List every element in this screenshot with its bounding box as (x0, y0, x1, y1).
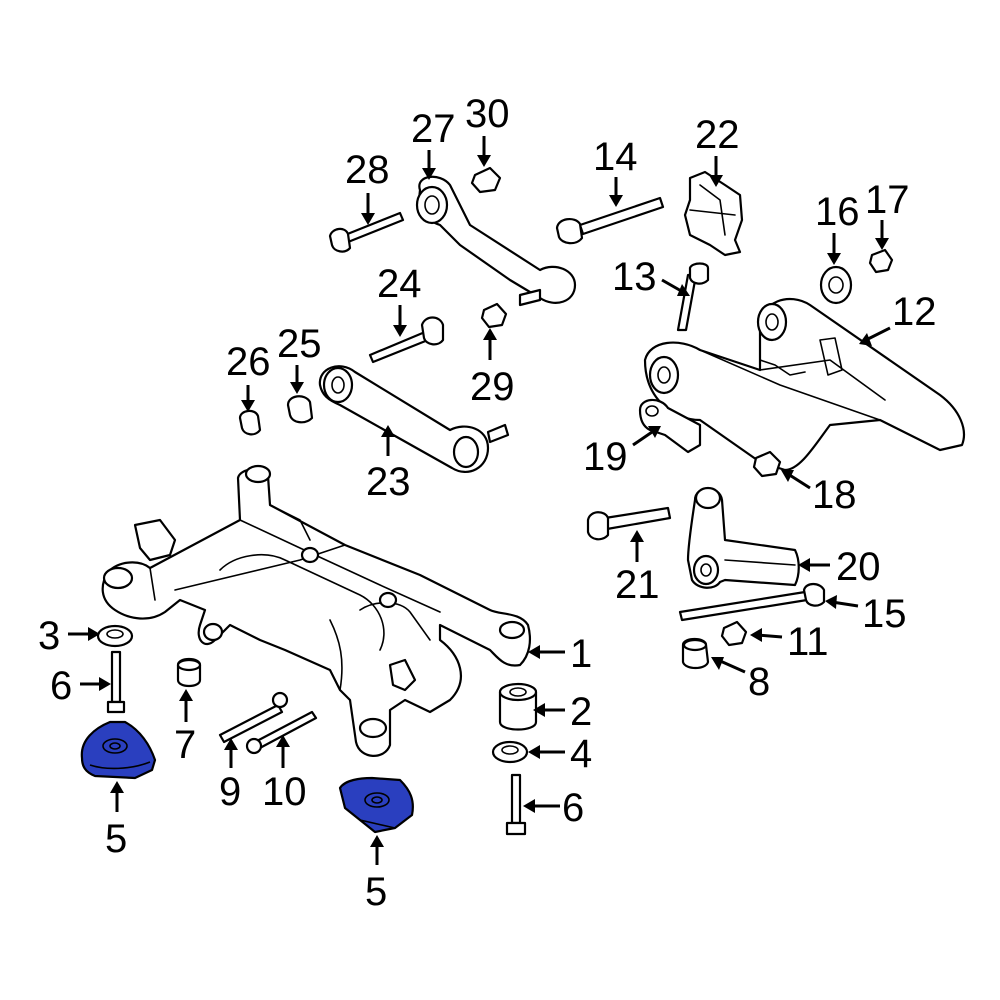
callout-10: 10 (262, 735, 307, 814)
callout-9: 9 (219, 738, 241, 814)
callout-26-label: 26 (226, 340, 271, 384)
callout-27-label: 27 (411, 107, 456, 151)
bolt-15 (678, 582, 826, 622)
callout-12-label: 12 (892, 290, 937, 334)
callout-25-label: 25 (277, 322, 322, 366)
callout-19-label: 19 (583, 435, 628, 479)
nut-29 (480, 302, 508, 329)
bolt-13 (676, 262, 710, 332)
bolt-28 (328, 211, 405, 253)
callout-12: 12 (859, 290, 937, 346)
callout-2: 2 (533, 690, 592, 734)
callout-17: 17 (865, 178, 910, 250)
callout-11: 11 (750, 620, 829, 664)
callout-25: 25 (277, 322, 322, 394)
callout-2-label: 2 (570, 690, 592, 734)
callout-16-label: 16 (815, 190, 860, 234)
callout-30: 30 (465, 92, 510, 167)
callout-24: 24 (377, 262, 422, 337)
callout-29: 29 (470, 328, 515, 409)
callout-1: 1 (528, 632, 592, 676)
callout-20-label: 20 (836, 545, 881, 589)
callout-6-left: 6 (50, 664, 111, 708)
bushing-8 (681, 637, 710, 670)
callout-13-label: 13 (612, 255, 657, 299)
bolt-21 (586, 506, 672, 541)
callout-4-label: 4 (570, 732, 592, 776)
washer-4 (491, 740, 529, 764)
callout-19: 19 (583, 426, 661, 479)
nut-18 (752, 450, 782, 478)
callout-22: 22 (695, 113, 740, 187)
callout-9-label: 9 (219, 770, 241, 814)
callout-27: 27 (411, 107, 456, 180)
control-arm-23 (318, 365, 510, 474)
callout-30-label: 30 (465, 92, 510, 136)
nut-17 (868, 248, 894, 274)
nut-26 (238, 409, 262, 436)
bracket-19 (638, 398, 702, 454)
washer-3 (96, 624, 134, 648)
callout-21-label: 21 (615, 563, 660, 607)
callout-21: 21 (615, 530, 660, 607)
callout-6-right: 6 (523, 786, 584, 830)
bushing-25 (286, 395, 314, 424)
callout-8: 8 (711, 657, 770, 704)
callout-6-left-label: 6 (50, 664, 72, 708)
callout-15: 15 (825, 592, 907, 636)
callout-29-label: 29 (470, 365, 515, 409)
callout-14-label: 14 (593, 135, 638, 179)
control-arm-27 (415, 175, 577, 307)
link-20 (686, 486, 800, 589)
callout-22-label: 22 (695, 113, 740, 157)
bushing-2 (498, 682, 538, 731)
callout-5-left-label: 5 (105, 817, 127, 861)
callout-16: 16 (815, 190, 860, 265)
callout-28: 28 (345, 148, 390, 225)
callout-18: 18 (781, 470, 857, 517)
callout-14: 14 (593, 135, 638, 207)
callout-8-label: 8 (748, 660, 770, 704)
callout-3-label: 3 (38, 614, 60, 658)
callout-23: 23 (366, 425, 411, 504)
callout-23-label: 23 (366, 460, 411, 504)
callout-3: 3 (38, 614, 100, 658)
nut-30 (470, 166, 502, 194)
callout-13: 13 (612, 255, 690, 299)
callout-20: 20 (798, 545, 881, 589)
washer-16 (819, 265, 853, 305)
mount-5-right (338, 776, 414, 834)
callout-4: 4 (528, 732, 592, 776)
callout-7-label: 7 (174, 723, 196, 767)
bolt-6-right (505, 773, 527, 836)
bushing-7 (176, 657, 202, 688)
subframe (101, 464, 531, 757)
callout-7: 7 (174, 689, 196, 767)
callout-17-label: 17 (865, 178, 910, 222)
callout-18-label: 18 (812, 473, 857, 517)
callout-1-label: 1 (570, 632, 592, 676)
bolt-10 (245, 710, 318, 755)
callout-26: 26 (226, 340, 271, 412)
callout-5-left: 5 (105, 781, 127, 861)
bolt-24 (368, 316, 445, 364)
callout-5-right-label: 5 (365, 870, 387, 914)
nut-11 (720, 620, 748, 647)
callout-6-right-label: 6 (562, 786, 584, 830)
callout-24-label: 24 (377, 262, 422, 306)
callout-28-label: 28 (345, 148, 390, 192)
callout-10-label: 10 (262, 770, 307, 814)
mount-5-left (80, 720, 157, 780)
bracket-22 (683, 170, 744, 257)
carrier-12 (643, 297, 966, 472)
callout-5-right: 5 (365, 835, 387, 914)
bolt-14 (555, 196, 665, 245)
callout-11-label: 11 (787, 620, 829, 664)
bolt-9 (218, 691, 289, 744)
callout-15-label: 15 (862, 592, 907, 636)
bolt-6-left (106, 650, 126, 714)
